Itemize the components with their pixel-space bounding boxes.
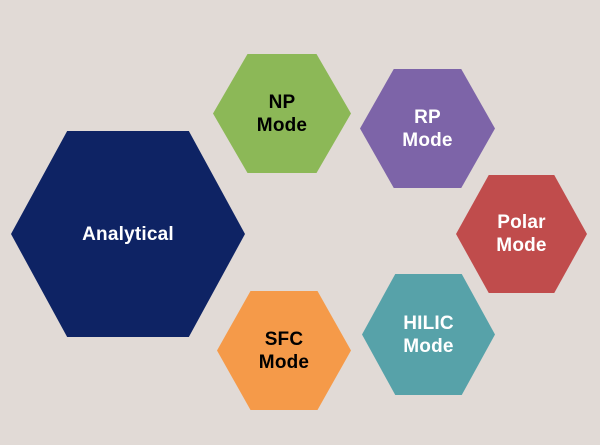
- hexagon-label-line: Mode: [256, 114, 308, 136]
- hexagon-label-line: Mode: [403, 335, 454, 357]
- hexagon-label-line: Analytical: [82, 223, 174, 245]
- hexagon-polar-mode: Polar Mode: [456, 175, 587, 293]
- hexagon-label-line: Mode: [496, 235, 547, 256]
- hexagon-label-line: HILIC: [403, 312, 454, 334]
- hexagon-sfc-mode-label: SFC Mode: [259, 328, 309, 374]
- hexagon-rp-mode: RP Mode: [360, 69, 495, 188]
- hexagon-label-line: SFC: [264, 328, 304, 350]
- hexagon-polar-mode-label: Polar Mode: [496, 211, 546, 257]
- hexagon-label-line: Polar: [497, 212, 546, 233]
- hexagon-label-line: Mode: [258, 351, 310, 373]
- hexagon-np-mode: NP Mode: [213, 54, 351, 173]
- hexagon-label-line: Mode: [402, 129, 453, 151]
- hexagon-hilic-mode: HILIC Mode: [362, 274, 495, 395]
- hexagon-label-line: RP: [414, 106, 441, 128]
- hexagon-analytical-label: Analytical: [82, 223, 174, 246]
- hexagon-label-line: NP: [268, 91, 296, 113]
- hexagon-np-mode-label: NP Mode: [257, 91, 307, 137]
- hexagon-hilic-mode-label: HILIC Mode: [403, 312, 454, 358]
- hexagon-rp-mode-label: RP Mode: [402, 106, 452, 152]
- hexagon-analytical: Analytical: [11, 131, 245, 337]
- hexagon-sfc-mode: SFC Mode: [217, 291, 351, 410]
